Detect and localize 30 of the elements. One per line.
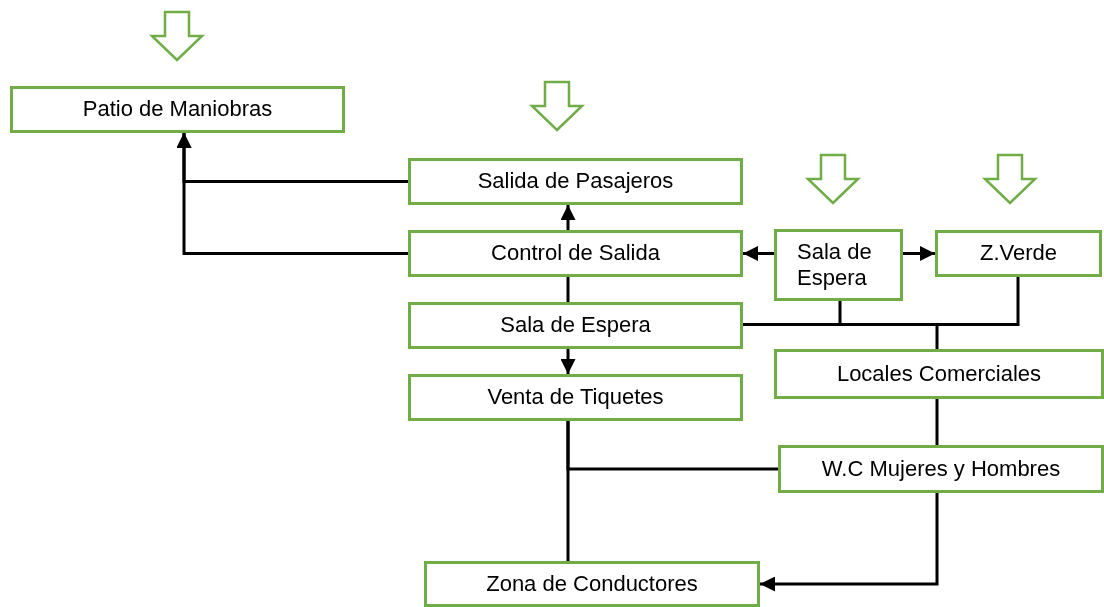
arrow bbox=[743, 246, 774, 261]
connector-line bbox=[566, 277, 570, 302]
area-box bbox=[774, 349, 1104, 399]
area-box bbox=[774, 229, 903, 301]
area-label: W.C Mujeres y Hombres bbox=[821, 455, 1061, 483]
area-label: Z.Verde bbox=[979, 240, 1057, 267]
arrow bbox=[760, 493, 939, 592]
area-box bbox=[935, 230, 1102, 277]
area-box bbox=[408, 158, 743, 205]
area-box bbox=[778, 445, 1104, 493]
area-label: Venta de Tiquetes bbox=[487, 384, 664, 411]
area-label: Sala de Espera bbox=[500, 312, 651, 339]
area-box bbox=[408, 374, 743, 421]
connector-line bbox=[743, 323, 939, 349]
area-box bbox=[408, 302, 743, 349]
area-box bbox=[10, 86, 345, 133]
area-box bbox=[408, 230, 743, 277]
area-label: Control de Salida bbox=[491, 240, 660, 267]
area-label: Locales Comerciales bbox=[836, 360, 1042, 388]
connector-line bbox=[935, 399, 939, 445]
arrow bbox=[560, 349, 576, 374]
area-label: Zona de Conductores bbox=[486, 570, 698, 598]
connector-line bbox=[566, 421, 778, 471]
arrow bbox=[176, 133, 408, 255]
area-box bbox=[424, 561, 760, 607]
arrow bbox=[560, 205, 576, 230]
area-label: Patio de Maniobras bbox=[82, 96, 273, 123]
arrow bbox=[903, 246, 935, 261]
area-label: Sala de Espera bbox=[797, 238, 873, 292]
area-label: Salida de Pasajeros bbox=[477, 168, 674, 195]
